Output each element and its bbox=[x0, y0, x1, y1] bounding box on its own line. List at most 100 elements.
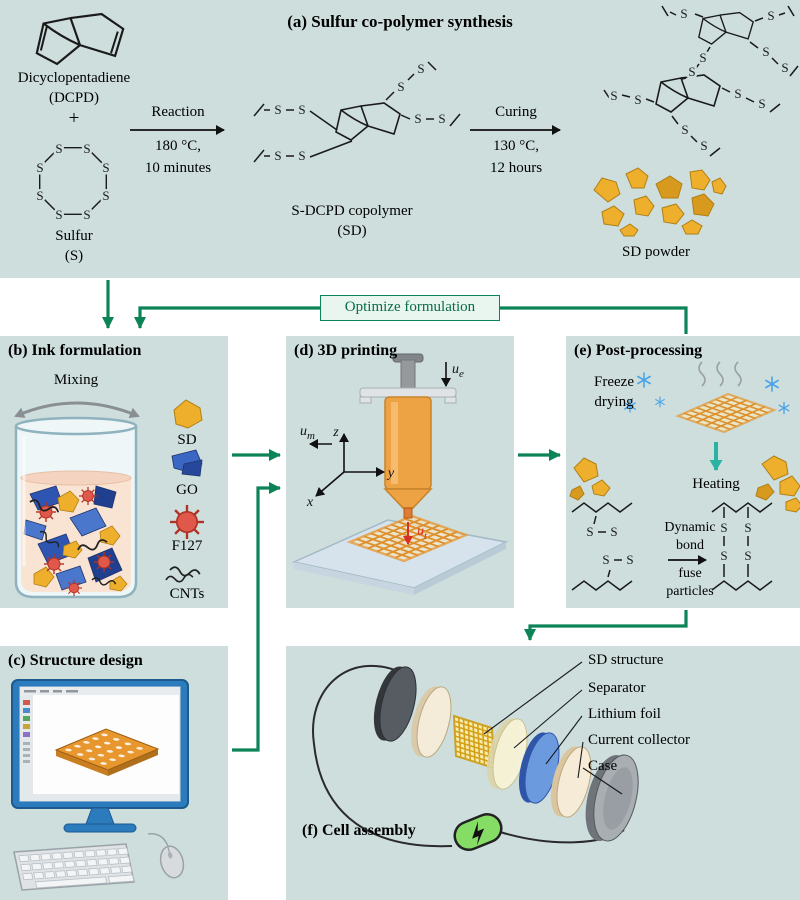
crosslinked-network-structure: S S S S S S S S S S S S bbox=[603, 4, 799, 157]
plus-sign: + bbox=[68, 108, 80, 129]
freeze-drying-label-2: drying bbox=[594, 394, 634, 410]
reactant2-name: Sulfur bbox=[55, 228, 93, 244]
design-illustration bbox=[11, 679, 189, 891]
vapor-lines bbox=[698, 361, 742, 387]
svg-text:S: S bbox=[744, 548, 751, 563]
label-case: Case bbox=[588, 758, 618, 774]
svg-text:S: S bbox=[586, 524, 593, 539]
svg-text:S: S bbox=[681, 122, 688, 137]
sd-particles-in-ink bbox=[33, 490, 128, 592]
product1-name: S-DCPD copolymer bbox=[291, 203, 413, 219]
panel-post-processing: S S S S S S S S (e) Post-processing Free… bbox=[566, 336, 800, 608]
panel-b-title: (b) Ink formulation bbox=[8, 342, 142, 359]
svg-text:S: S bbox=[744, 520, 751, 535]
svg-text:S: S bbox=[767, 8, 774, 23]
svg-text:S: S bbox=[36, 160, 43, 175]
panel-cell-assembly: SD structure Separator Lithium foil Curr… bbox=[286, 646, 800, 900]
leader-lines bbox=[483, 661, 623, 795]
svg-text:S: S bbox=[720, 548, 727, 563]
legend-f127-icon bbox=[168, 503, 206, 541]
axis-x-label: x bbox=[306, 495, 314, 510]
particles-after bbox=[755, 455, 800, 513]
ink-illustration bbox=[14, 399, 206, 599]
freeze-drying-label-1: Freeze bbox=[594, 374, 634, 390]
svg-text:S: S bbox=[634, 92, 641, 107]
legend-sd-icon bbox=[173, 399, 203, 429]
arrow-e-to-f bbox=[524, 610, 688, 641]
panel-ink-formulation: (b) Ink formulation Mixing SD GO F127 CN… bbox=[0, 336, 228, 608]
um-label: um bbox=[300, 424, 315, 442]
cad-toolbar-icons bbox=[23, 700, 30, 763]
svg-text:S: S bbox=[83, 207, 90, 222]
s8-ring: S S S S S S S S bbox=[34, 139, 112, 225]
particles-before bbox=[569, 457, 611, 501]
mixing-arrow bbox=[14, 401, 140, 418]
panel-c-title: (c) Structure design bbox=[8, 652, 143, 669]
label-lithium-foil: Lithium foil bbox=[588, 706, 661, 722]
panel-structure-design: (c) Structure design bbox=[0, 646, 228, 900]
svg-text:S: S bbox=[700, 138, 707, 153]
svg-text:S: S bbox=[414, 111, 421, 126]
svg-text:S: S bbox=[36, 188, 43, 203]
bond-label: bond bbox=[676, 538, 704, 553]
svg-text:S: S bbox=[298, 102, 305, 117]
cad-lattice-model bbox=[54, 728, 160, 776]
panel-d-title: (d) 3D printing bbox=[294, 342, 398, 359]
chem-before-structure: S S S S bbox=[571, 502, 636, 591]
svg-text:S: S bbox=[626, 552, 633, 567]
reactant2-abbr: (S) bbox=[64, 248, 84, 264]
sd-powder bbox=[593, 167, 727, 237]
printed-lattice bbox=[350, 516, 466, 561]
legend-go-label: GO bbox=[176, 482, 198, 498]
svg-text:S: S bbox=[699, 50, 706, 65]
dcpd-structure bbox=[35, 12, 125, 66]
svg-text:S: S bbox=[734, 86, 741, 101]
svg-text:S: S bbox=[610, 88, 617, 103]
label-separator: Separator bbox=[588, 680, 646, 696]
svg-text:S: S bbox=[102, 160, 109, 175]
monitor bbox=[11, 679, 189, 833]
svg-text:S: S bbox=[298, 148, 305, 163]
svg-text:S: S bbox=[55, 141, 62, 156]
keyboard bbox=[13, 843, 135, 891]
svg-text:S: S bbox=[762, 44, 769, 59]
arrow-c-to-d bbox=[232, 482, 281, 752]
panel-sulfur-synthesis: S S S S S S S S S S S S S S bbox=[0, 0, 800, 278]
fuse-label: fuse bbox=[678, 566, 702, 581]
svg-text:S: S bbox=[781, 60, 788, 75]
step1-cond1: 180 °C, bbox=[154, 138, 201, 154]
svg-text:S: S bbox=[758, 96, 765, 111]
legend-f127-label: F127 bbox=[171, 538, 203, 554]
panel-e-title: (e) Post-processing bbox=[574, 342, 703, 359]
svg-text:S: S bbox=[397, 79, 404, 94]
svg-text:S: S bbox=[55, 207, 62, 222]
particles-label: particles bbox=[666, 584, 714, 599]
coordinate-axes: z y x bbox=[306, 425, 395, 510]
panel-3d-printing: z y x (d) 3D printing ue um ut bbox=[286, 336, 514, 608]
step1-label: Reaction bbox=[151, 104, 205, 120]
panel-f-title: (f) Cell assembly bbox=[302, 822, 416, 839]
sd-structure-plate bbox=[452, 714, 496, 770]
label-current-collector: Current collector bbox=[588, 732, 691, 748]
svg-text:S: S bbox=[688, 64, 695, 79]
label-sd-structure: SD structure bbox=[588, 652, 664, 668]
step2-cond2: 12 hours bbox=[489, 160, 543, 176]
separator-disc bbox=[486, 718, 528, 790]
svg-text:S: S bbox=[720, 520, 727, 535]
svg-text:S: S bbox=[602, 552, 609, 567]
postprocessing-illustration: S S S S S S S S bbox=[569, 361, 800, 591]
synthesis-illustration: S S S S S S S S S S S S S S bbox=[34, 4, 799, 237]
legend-sd-label: SD bbox=[177, 432, 197, 448]
reactant1-name: Dicyclopentadiene bbox=[17, 70, 131, 86]
battery-icon bbox=[453, 813, 503, 851]
svg-text:S: S bbox=[680, 6, 687, 21]
current-collector-disc bbox=[550, 746, 592, 818]
step1-cond2: 10 minutes bbox=[144, 160, 212, 176]
syringe bbox=[359, 353, 457, 519]
chem-after-structure: S S S S bbox=[711, 502, 773, 591]
case-back-disc bbox=[373, 666, 417, 742]
axis-z-label: z bbox=[332, 425, 339, 440]
svg-text:S: S bbox=[438, 111, 445, 126]
reactant1-abbr: (DCPD) bbox=[48, 90, 99, 106]
mouse bbox=[147, 833, 185, 879]
